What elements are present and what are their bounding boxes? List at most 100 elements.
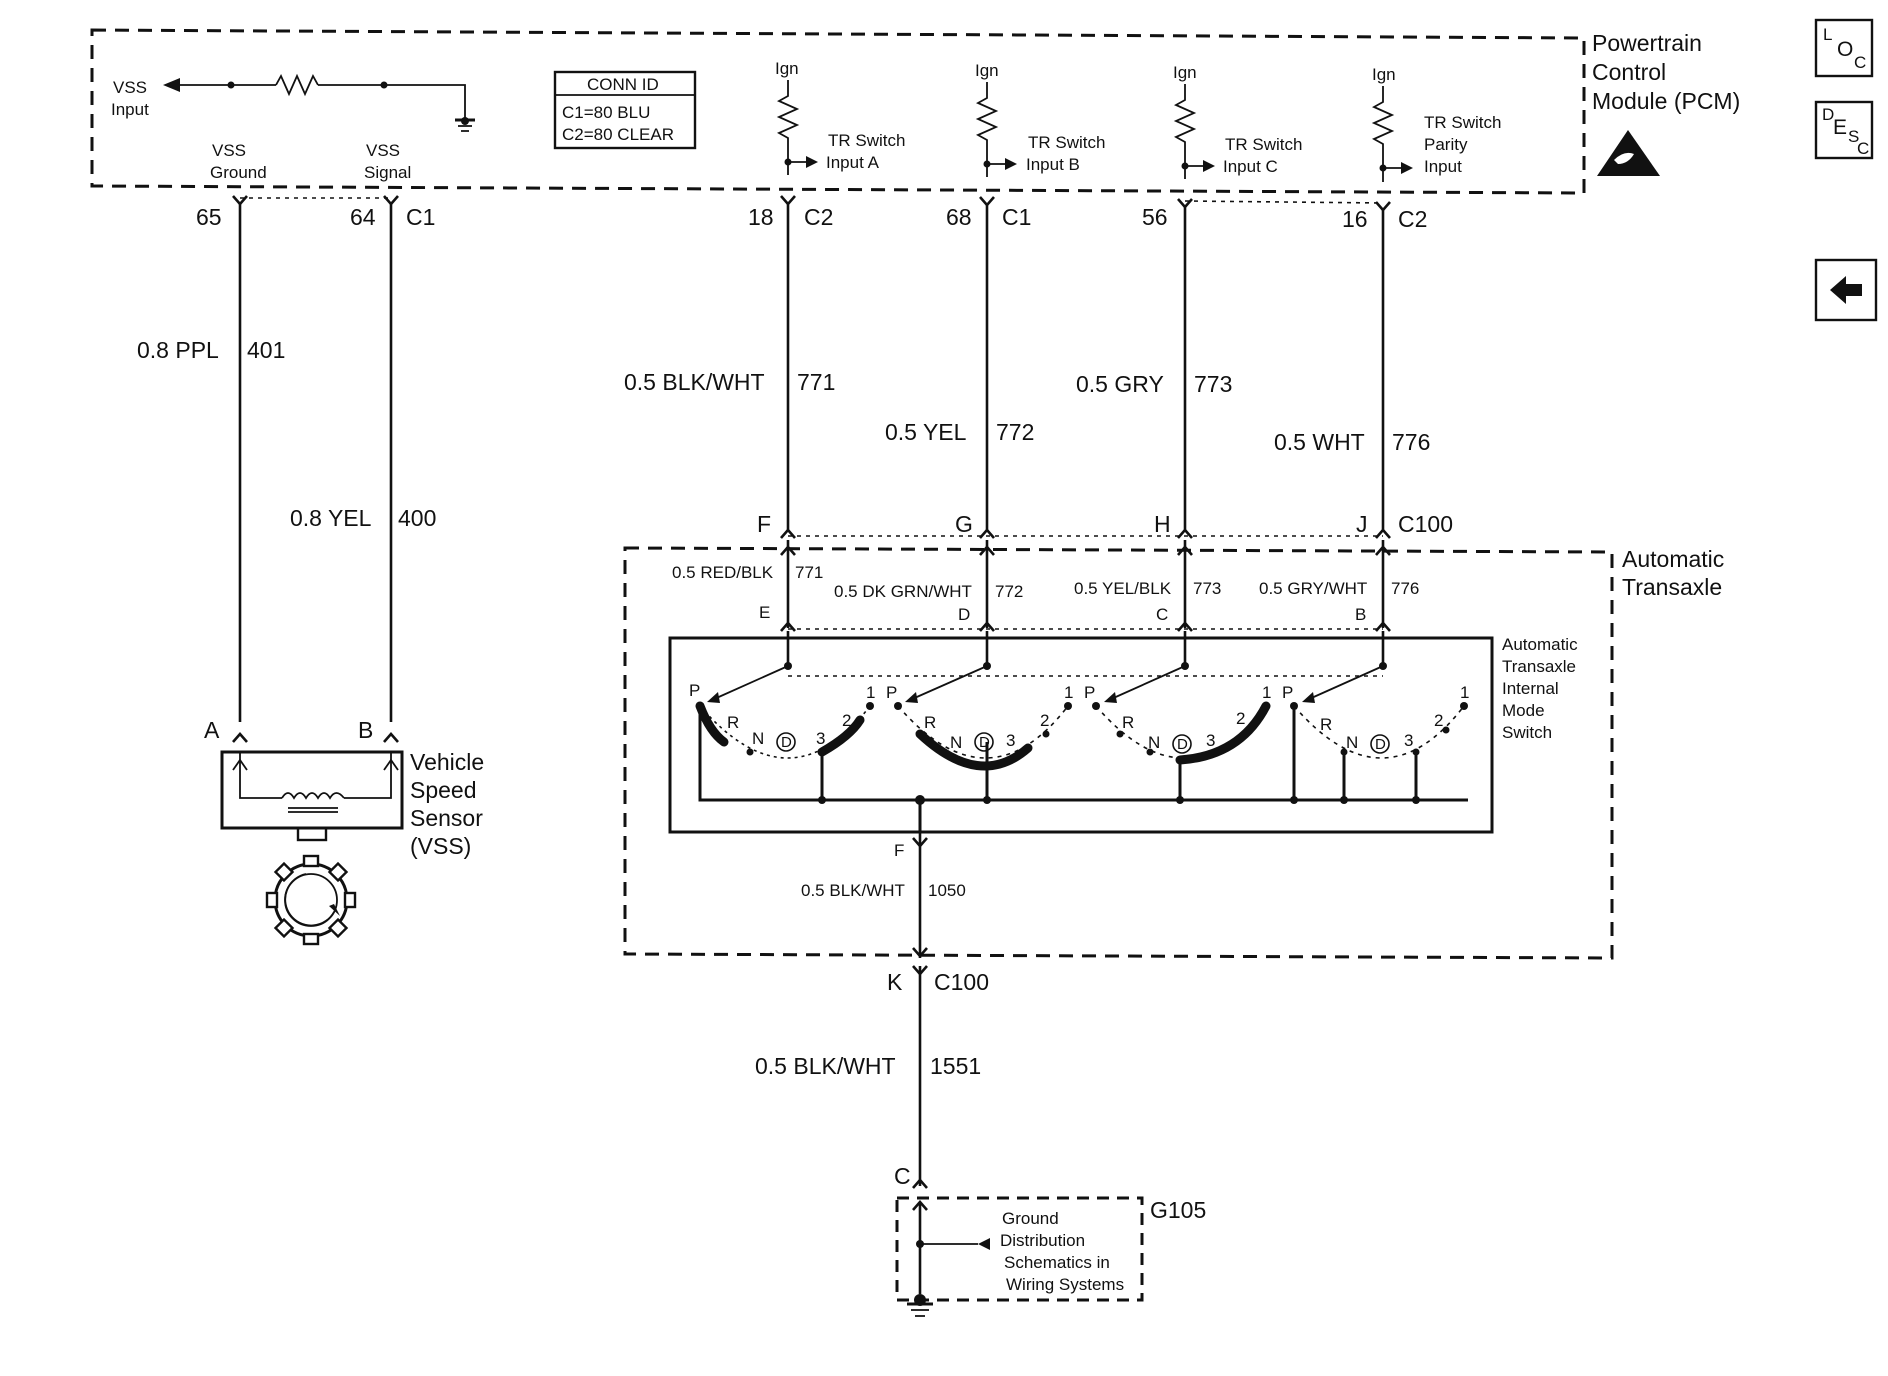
tr-input-parity: Ign TR Switch Parity Input: [1371, 65, 1501, 182]
ground-pin-c: C: [894, 1163, 911, 1189]
left-arrow-icon: [1830, 276, 1862, 304]
description-button[interactable]: D E S C: [1814, 100, 1874, 160]
inner-pin-b: B: [1355, 605, 1366, 624]
range-switch-2: P R N D 3 2 1: [886, 683, 1073, 771]
chassis-ground-icon: [907, 1294, 933, 1317]
transaxle-title-1: Automatic: [1622, 546, 1724, 572]
inner-wire-773-color: 0.5 YEL/BLK: [1074, 579, 1172, 598]
conn-id-title: CONN ID: [587, 75, 659, 94]
tr-parity-label-1: TR Switch: [1424, 113, 1501, 132]
wire-1551-circuit: 1551: [930, 1053, 981, 1079]
desc-letter-s: S: [1848, 127, 1859, 146]
wire-400-circuit: 400: [398, 505, 436, 531]
resistor-icon: [975, 82, 999, 177]
internal-mode-switch: Automatic Transaxle Internal Mode Switch: [668, 631, 1578, 834]
tr-parity-label-2: Parity: [1424, 135, 1468, 154]
pos-p: P: [1282, 683, 1293, 702]
tr-input-b-label-2: Input B: [1026, 155, 1080, 174]
pos-n: N: [950, 733, 962, 752]
switch-label-2: Transaxle: [1502, 657, 1576, 676]
reluctor-wheel-icon: [265, 854, 357, 946]
pos-d: D: [781, 734, 792, 751]
vss-pin-a: A: [204, 717, 220, 743]
pos-p: P: [689, 681, 700, 700]
c100-bottom-connector: K C100 0.5 BLK/WHT 1551: [755, 965, 989, 1186]
location-button[interactable]: L O C: [1814, 18, 1874, 78]
wire-401-color: 0.8 PPL: [137, 337, 219, 363]
wire-772-color: 0.5 YEL: [885, 419, 967, 445]
pin-68-conn: C1: [1002, 204, 1031, 230]
pin-68: 68: [946, 204, 972, 230]
wire-1050-circuit: 1050: [928, 881, 966, 900]
vss-signal-label-1: VSS: [366, 141, 400, 160]
pcm-title-line1: Powertrain: [1592, 30, 1702, 56]
pos-n: N: [1148, 733, 1160, 752]
pos-1: 1: [1064, 683, 1073, 702]
conn-id-table: CONN ID C1=80 BLU C2=80 CLEAR: [553, 70, 697, 150]
esd-warning-icon: [1597, 130, 1660, 176]
tr-input-a-label-2: Input A: [826, 153, 880, 172]
pos-n: N: [752, 729, 764, 748]
pin-18-conn: C2: [804, 204, 833, 230]
c100-pin-j: J: [1356, 511, 1368, 537]
desc-letter-d: D: [1822, 105, 1834, 124]
wire-400-color: 0.8 YEL: [290, 505, 372, 531]
wire-773-circuit: 773: [1194, 371, 1232, 397]
tr-input-a-label-1: TR Switch: [828, 131, 905, 150]
pos-d: D: [1177, 736, 1188, 753]
ign-label: Ign: [775, 59, 799, 78]
range-switch-1: P R N D 3 2 1: [689, 681, 875, 759]
coil-icon: [281, 792, 345, 813]
pos-3: 3: [1006, 731, 1015, 750]
pos-2: 2: [1434, 711, 1443, 730]
tr-input-b: Ign TR Switch Input B: [975, 61, 1105, 177]
c100-top-connector: F G H J C100: [757, 511, 1453, 539]
wire-771-circuit: 771: [797, 369, 835, 395]
switch-label-5: Switch: [1502, 723, 1552, 742]
wire-1551-color: 0.5 BLK/WHT: [755, 1053, 896, 1079]
resistor-icon: [275, 73, 319, 97]
inner-wire-776-color: 0.5 GRY/WHT: [1259, 579, 1367, 598]
vss-pin-b: B: [358, 717, 373, 743]
wire-401-circuit: 401: [247, 337, 285, 363]
pos-3: 3: [1404, 731, 1413, 750]
pin-64-conn: C1: [406, 204, 435, 230]
ground-note-4: Wiring Systems: [1006, 1275, 1124, 1294]
wire-771-color: 0.5 BLK/WHT: [624, 369, 765, 395]
switch-label-3: Internal: [1502, 679, 1559, 698]
vss-input-label-1: VSS: [113, 78, 147, 97]
pos-r: R: [1320, 715, 1332, 734]
pos-r: R: [924, 713, 936, 732]
inner-wire-772-circuit: 772: [995, 582, 1023, 601]
pos-p: P: [1084, 683, 1095, 702]
vss-ground-label-1: VSS: [212, 141, 246, 160]
pin-16: 16: [1342, 206, 1368, 232]
pos-3: 3: [816, 729, 825, 748]
pos-1: 1: [1460, 683, 1469, 702]
pos-2: 2: [842, 711, 851, 730]
upper-wires: 0.8 PPL 401 0.8 YEL 400 0.5 BLK/WHT 771 …: [137, 195, 1430, 722]
loc-letter-c: C: [1854, 53, 1866, 72]
inner-pin-e: E: [759, 603, 770, 622]
conn-id-line-2: C2=80 CLEAR: [562, 125, 674, 144]
tr-input-b-label-1: TR Switch: [1028, 133, 1105, 152]
pos-1: 1: [866, 683, 875, 702]
pos-p: P: [886, 683, 897, 702]
back-button[interactable]: [1814, 258, 1878, 322]
pos-1: 1: [1262, 683, 1271, 702]
wire-776-circuit: 776: [1392, 429, 1430, 455]
pos-d: D: [979, 734, 990, 751]
transaxle-title-2: Transaxle: [1622, 574, 1722, 600]
vss-signal-label-2: Signal: [364, 163, 411, 182]
arrow-left-icon: [163, 78, 180, 92]
pos-r: R: [727, 713, 739, 732]
loc-letter-l: L: [1823, 25, 1832, 44]
wire-772-circuit: 772: [996, 419, 1034, 445]
c100-pin-g: G: [955, 511, 973, 537]
ign-label: Ign: [1372, 65, 1396, 84]
tr-input-a: Ign TR Switch Input A: [775, 59, 905, 175]
c100-top-label: C100: [1398, 511, 1453, 537]
resistor-icon: [1173, 84, 1197, 179]
c100-bottom-label: C100: [934, 969, 989, 995]
